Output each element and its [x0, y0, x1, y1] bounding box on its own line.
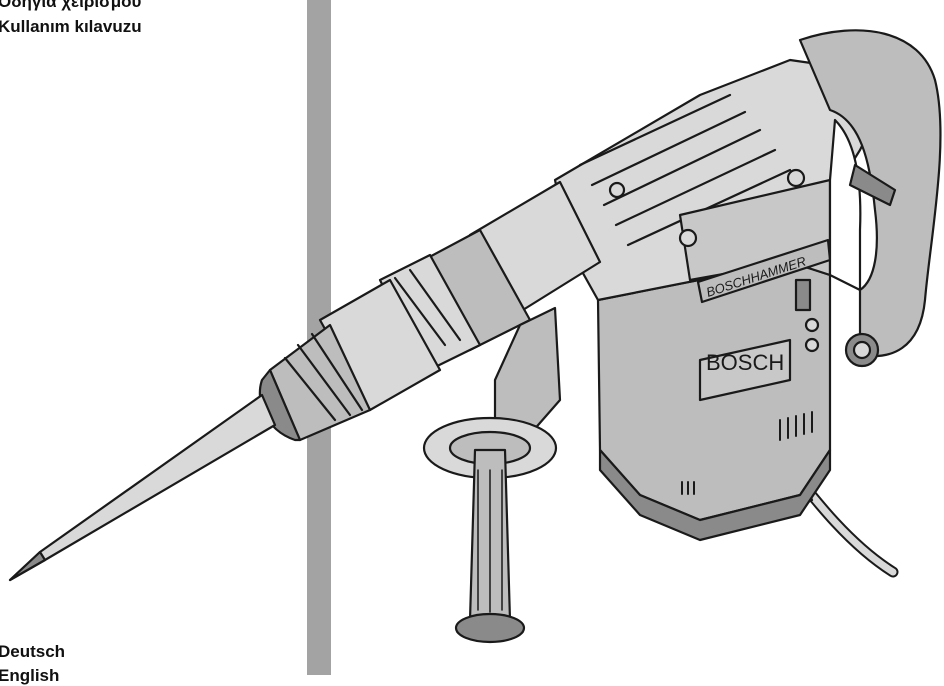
brand-logo-text: BOSCH	[706, 350, 784, 375]
language-label-german: Deutsch	[0, 642, 66, 661]
language-heading-greek: Οδηγία χειρισμού	[0, 0, 142, 11]
language-heading-turkish: Kullanım kılavuzu	[0, 17, 142, 36]
